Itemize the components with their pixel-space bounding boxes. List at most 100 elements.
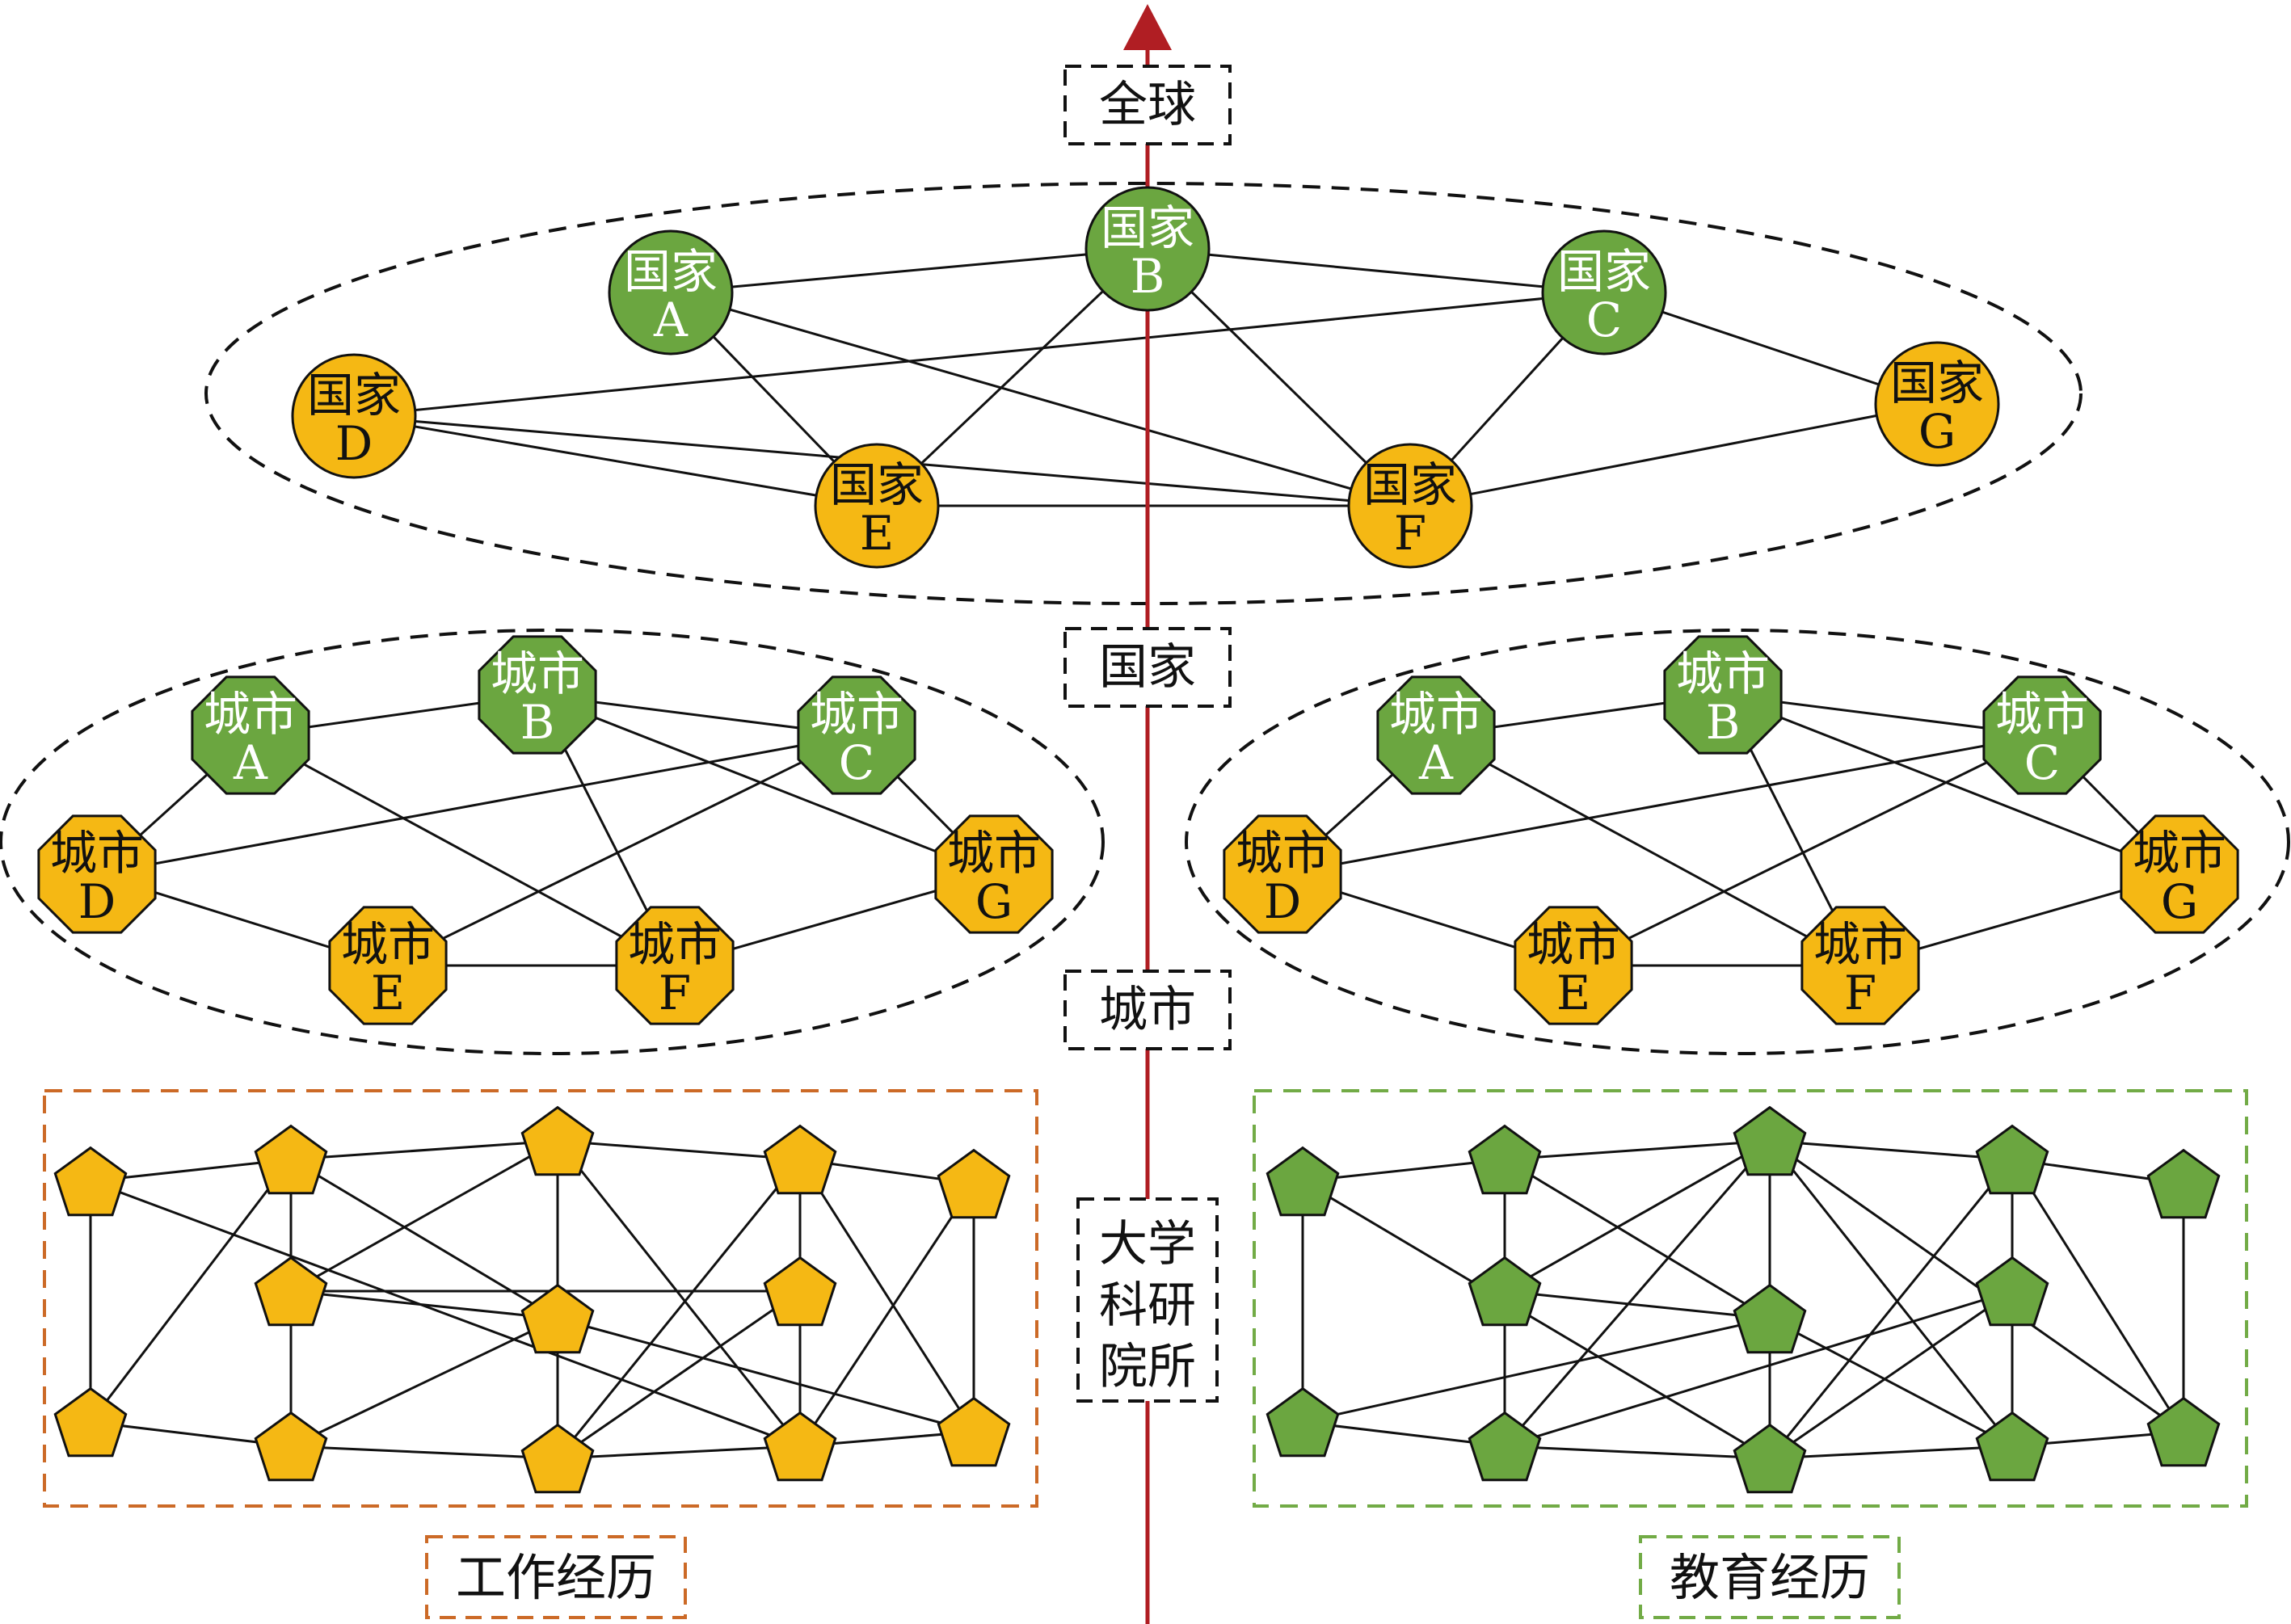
country-node-b: 国家B: [1084, 186, 1211, 312]
city-node-left-b: 城市B: [478, 635, 597, 755]
city-node-left-g: 城市G: [934, 814, 1054, 934]
work-institution-node: [53, 1386, 128, 1458]
country-network-boundary: [204, 182, 2083, 605]
education-institution-edge: [1769, 1290, 2013, 1460]
city-edge: [1573, 734, 2043, 967]
city-node-octagon: [37, 814, 157, 934]
institution-frames: [43, 1089, 2248, 1508]
city-node-label-top: 城市: [628, 917, 722, 972]
city-edge: [387, 734, 857, 967]
level-institution-text-2: 科研: [1099, 1277, 1196, 1334]
city-node-octagon: [1514, 906, 1633, 1025]
caption-work-text: 工作经历: [456, 1548, 656, 1607]
education-institution-edge: [1769, 1445, 2013, 1460]
education-institution-node: [1266, 1386, 1340, 1458]
city-node-label-bottom: D: [78, 874, 116, 929]
education-institution-edge: [2011, 1159, 2185, 1433]
level-city-text: 城市: [1099, 982, 1196, 1038]
education-institution-node: [2146, 1396, 2221, 1467]
education-institution-frame: [1253, 1089, 2248, 1508]
country-node-label-bottom: E: [860, 506, 894, 561]
level-institution-text-1: 大学: [1099, 1216, 1196, 1273]
country-node-label-bottom: D: [335, 416, 373, 471]
country-node-circle: [291, 353, 417, 479]
work-institution-edge: [290, 1139, 558, 1293]
city-node-label-top: 城市: [1676, 646, 1770, 701]
country-node-circle: [814, 443, 940, 569]
education-institution-node: [1266, 1146, 1340, 1217]
education-institution-node: [1468, 1411, 1542, 1482]
city-node-octagon: [478, 635, 597, 755]
country-edge: [353, 291, 1605, 418]
city-node-label-top: 城市: [50, 826, 144, 881]
city-node-left-e: 城市E: [328, 906, 448, 1025]
city-node-label-top: 城市: [1995, 687, 2089, 742]
city-node-label-top: 城市: [947, 826, 1041, 881]
education-institution-edge: [1769, 1139, 2013, 1161]
work-institution-node: [53, 1146, 128, 1217]
country-node-label-top: 国家: [830, 457, 924, 512]
country-edge: [353, 414, 878, 507]
work-institution-node: [520, 1283, 595, 1354]
country-node-label-bottom: C: [1586, 292, 1622, 347]
city-node-right-c: 城市C: [1982, 675, 2102, 795]
country-edge: [670, 247, 1148, 294]
education-institution-edge: [1504, 1139, 1771, 1161]
city-node-label-bottom: E: [1556, 966, 1590, 1020]
city-node-right-b: 城市B: [1663, 635, 1783, 755]
city-node-octagon: [1982, 675, 2102, 795]
city-node-octagon: [1663, 635, 1783, 755]
country-node-label-top: 国家: [307, 368, 401, 423]
country-node-label-bottom: B: [1131, 249, 1165, 304]
education-institution-edge: [1503, 1140, 1771, 1447]
work-institution-edge: [798, 1183, 975, 1447]
city-node-label-top: 城市: [1236, 826, 1329, 881]
work-institution-edge: [557, 1290, 801, 1460]
education-institution-node: [1733, 1423, 1807, 1494]
city-node-right-f: 城市F: [1800, 906, 1920, 1025]
scale-axis-arrow-icon: [1123, 4, 1172, 50]
city-node-label-bottom: F: [659, 966, 691, 1020]
city-node-label-top: 城市: [1813, 917, 1907, 972]
education-institution-edge: [1504, 1290, 1771, 1320]
country-node-d: 国家D: [291, 353, 417, 479]
work-institution-node: [254, 1256, 328, 1327]
caption-education-text: 教育经历: [1670, 1548, 1870, 1607]
education-institution-node: [1975, 1256, 2049, 1327]
work-institution-edge: [89, 1159, 293, 1423]
city-network-boundary-right: [1185, 629, 2290, 1055]
city-node-right-g: 城市G: [2120, 814, 2239, 934]
city-edge: [1435, 734, 1861, 967]
network-boundaries: [0, 182, 2290, 1055]
city-node-octagon: [797, 675, 916, 795]
work-institution-node: [254, 1411, 328, 1482]
city-node-octagon: [1376, 675, 1496, 795]
city-edge: [537, 693, 995, 876]
level-label-institution: 大学 科研 院所: [1076, 1197, 1219, 1403]
city-node-label-bottom: B: [1706, 695, 1741, 750]
city-node-label-bottom: G: [975, 874, 1013, 929]
education-institution-edge: [1504, 1445, 1771, 1460]
country-node-e: 国家E: [814, 443, 940, 569]
city-node-right-a: 城市A: [1376, 675, 1496, 795]
education-institution-edge: [1504, 1158, 1771, 1320]
country-node-circle: [1084, 186, 1211, 312]
work-institution-node: [937, 1396, 1011, 1467]
country-edge: [670, 291, 1411, 507]
level-label-country: 国家: [1063, 627, 1232, 708]
education-institution-edge: [1504, 1290, 2013, 1448]
education-institution-node: [1733, 1283, 1807, 1354]
country-edge: [1147, 247, 1605, 294]
education-institution-node: [1733, 1105, 1807, 1176]
work-institution-edge: [557, 1445, 801, 1460]
city-node-label-bottom: B: [520, 695, 555, 750]
education-institution-node: [1975, 1124, 2049, 1195]
city-edge: [96, 734, 857, 876]
country-node-label-top: 国家: [624, 244, 718, 299]
country-node-circle: [1541, 229, 1667, 356]
work-institution-node: [520, 1105, 595, 1176]
city-node-label-top: 城市: [2133, 826, 2226, 881]
country-node-circle: [608, 229, 734, 356]
city-node-left-d: 城市D: [37, 814, 157, 934]
education-institution-node: [2146, 1148, 2221, 1219]
